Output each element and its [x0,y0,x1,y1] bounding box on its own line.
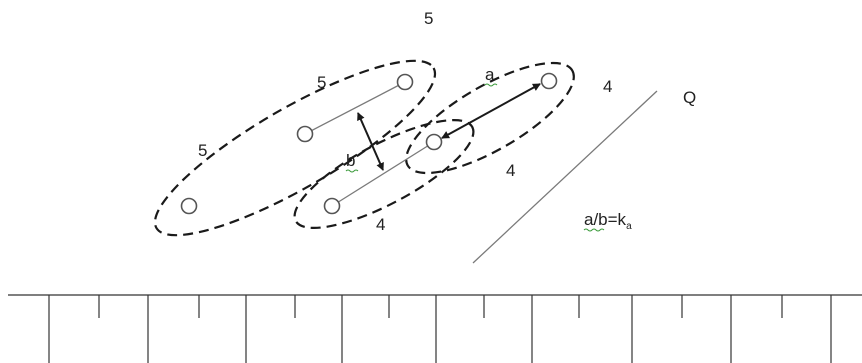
label-4-bottom: 4 [376,215,385,234]
spell-underline-b [345,169,359,173]
dashed-ellipse-right [405,61,575,175]
label-q: Q [683,88,696,107]
arrow-a [441,83,541,139]
dashed-ellipse-left [153,59,437,237]
label-b: b [346,151,355,170]
spell-underline-a [484,83,498,87]
node-circle-upper-left [296,125,314,143]
label-5-left: 5 [198,141,207,160]
spell-underline-formula [583,228,605,232]
formula: a/b=ka [584,210,632,232]
node-circle-far-right [540,72,558,90]
node-circle-lower-left [323,197,341,215]
ruler [8,294,862,363]
connector-line-lower [331,141,435,207]
label-5-top: 5 [424,9,433,28]
label-4-right: 4 [603,77,612,96]
label-5-upper: 5 [317,73,326,92]
connector-line-upper [304,81,406,135]
node-circle-upper-right [396,73,414,91]
label-a: a [485,65,495,84]
formula-main: a/b=k [584,210,627,229]
node-circle-left [180,197,198,215]
arrow-b [357,112,384,171]
label-4-middle: 4 [506,161,515,180]
separator-line [472,90,658,264]
formula-subscript: a [626,221,632,232]
node-circle-lower-right [425,133,443,151]
